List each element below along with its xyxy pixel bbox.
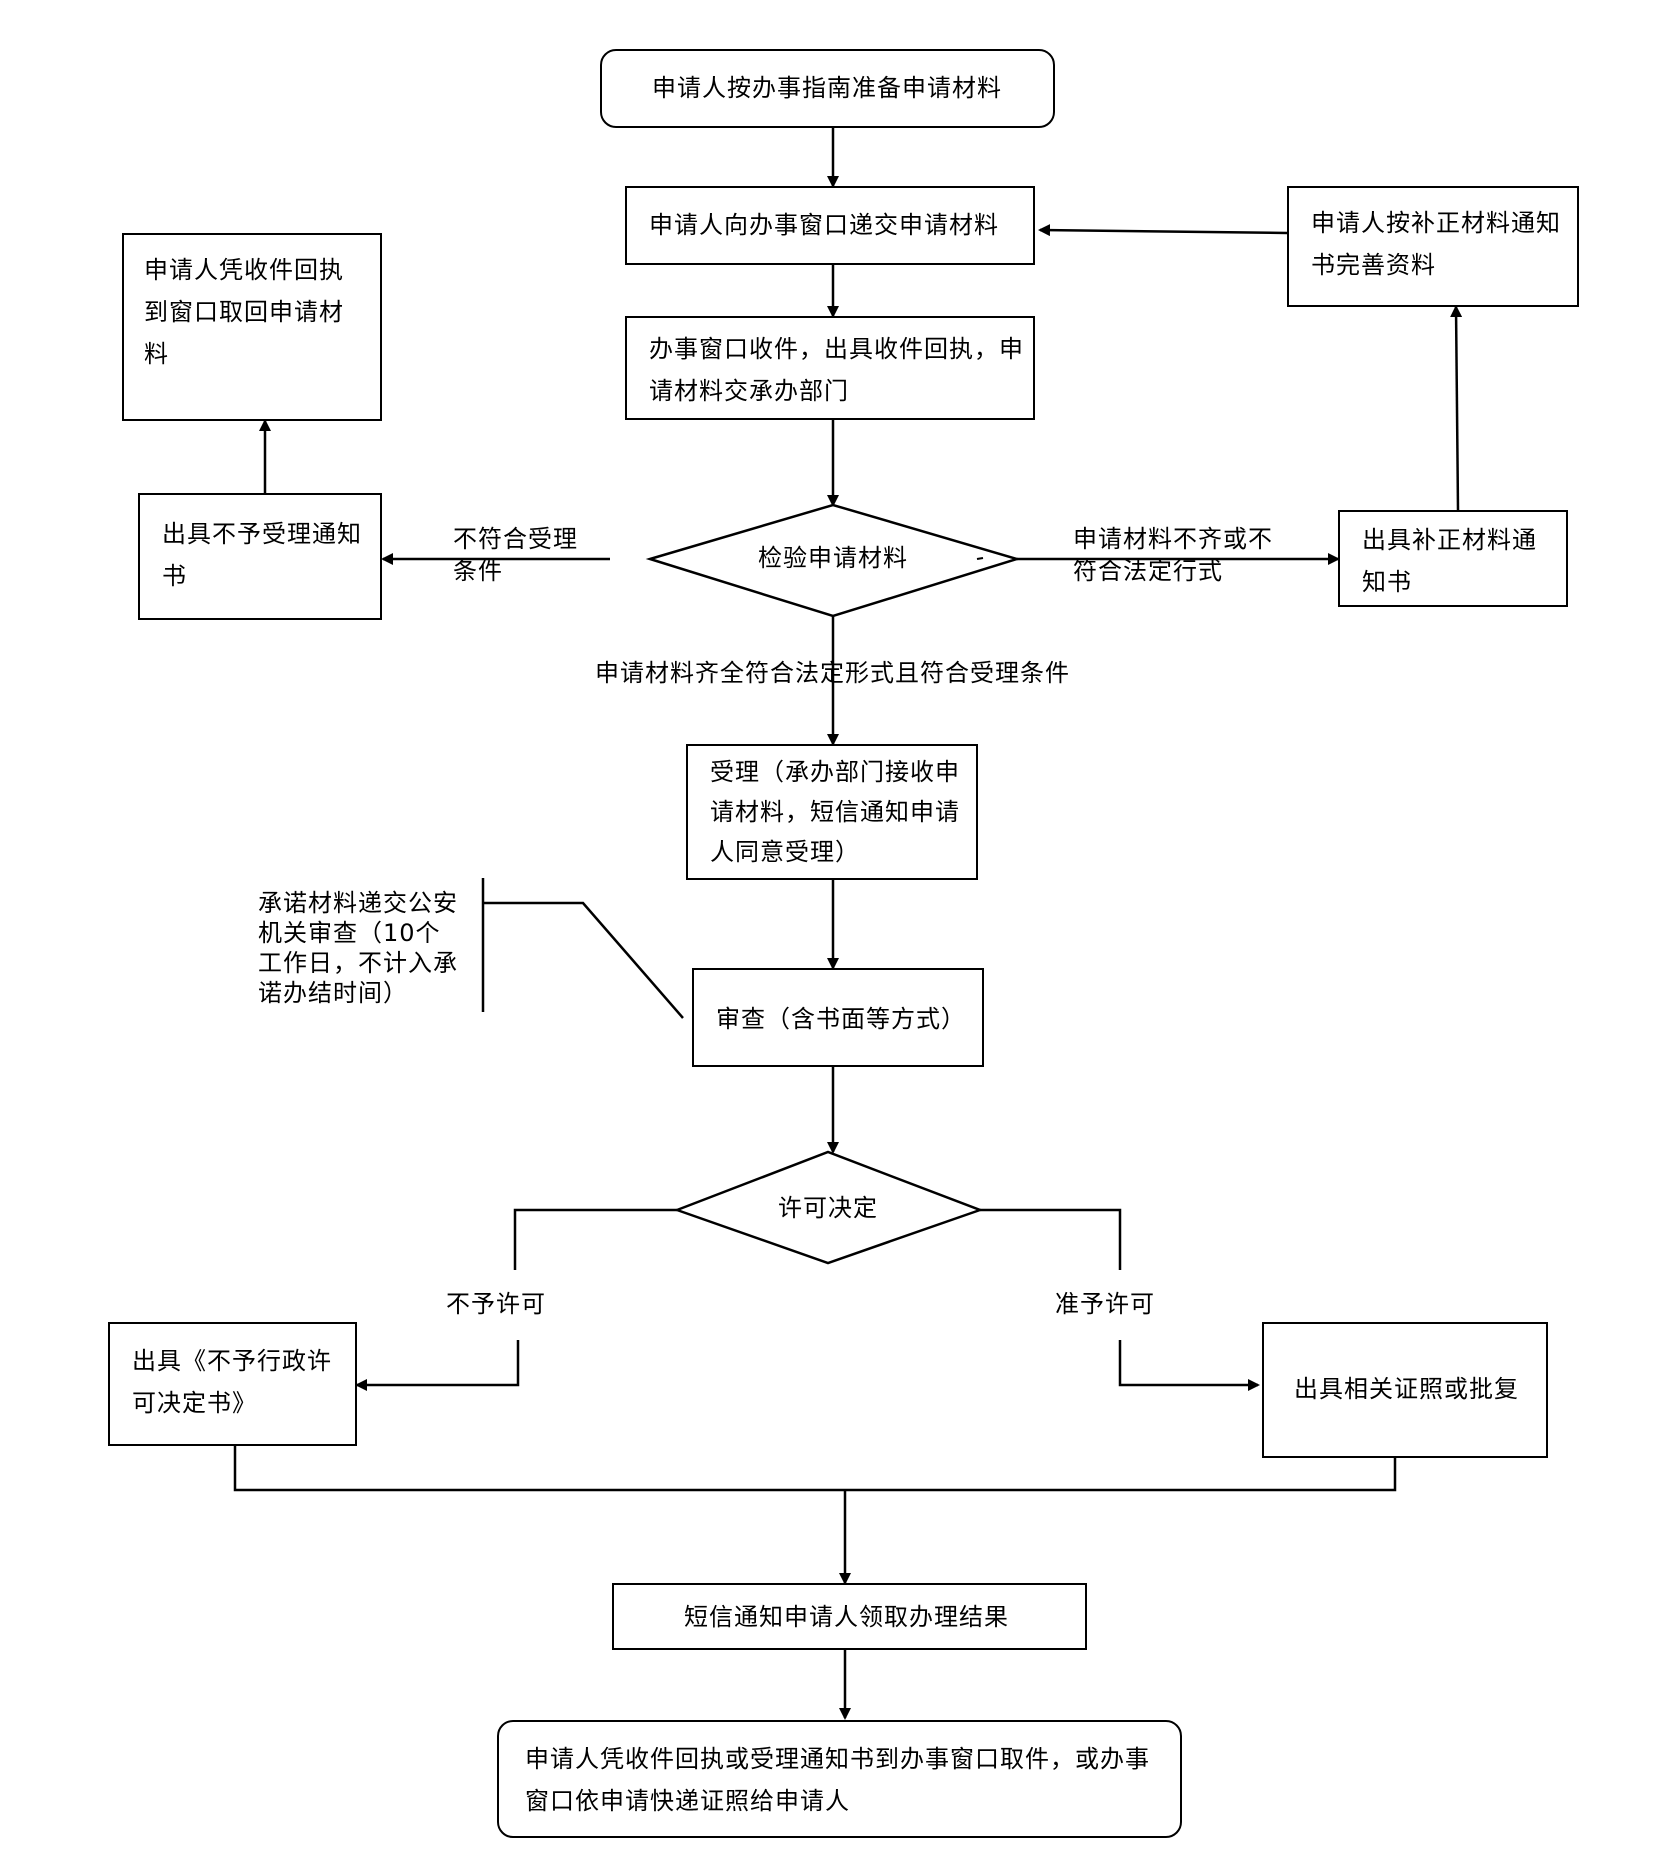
final-text: 申请人凭收件回执或受理通知书到办事窗口取件，或办事窗口依申请快递证照给申请人 — [525, 1745, 1150, 1815]
deny-doc-box: 出具《不予行政许可决定书》 — [108, 1322, 357, 1446]
reject-notice-text: 出具不予受理通知书 — [162, 520, 362, 590]
line-decision-deny — [513, 1208, 677, 1270]
supplement-complete-text: 申请人按补正材料通知书完善资料 — [1311, 209, 1561, 279]
notify-result-text: 短信通知申请人领取办理结果 — [684, 1603, 1009, 1631]
deny-doc-text: 出具《不予行政许可决定书》 — [132, 1347, 332, 1417]
notify-result-box: 短信通知申请人领取办理结果 — [612, 1583, 1087, 1650]
supplement-notice-text: 出具补正材料通知书 — [1362, 526, 1537, 596]
start-text: 申请人按办事指南准备申请材料 — [652, 74, 1002, 102]
arrow-supplement-up — [1450, 305, 1463, 511]
accept-box: 受理（承办部门接收申请材料，短信通知申请人同意受理） — [686, 744, 978, 880]
label-deny: 不予许可 — [446, 1290, 546, 1318]
arrow-deny-to-doc — [355, 1340, 520, 1391]
label-not-meet: 不符合受理条件 — [453, 525, 578, 585]
diamond-tick — [976, 557, 984, 560]
receive-box: 办事窗口收件，出具收件回执，申请材料交承办部门 — [625, 316, 1035, 420]
check-text: 检验申请材料 — [758, 544, 908, 572]
decision-diamond — [673, 1150, 984, 1265]
decision-text: 许可决定 — [778, 1194, 878, 1222]
line-decision-approve — [980, 1208, 1122, 1270]
review-box: 审查（含书面等方式） — [692, 968, 984, 1067]
review-text: 审查（含书面等方式） — [716, 1005, 966, 1033]
supplement-notice-box: 出具补正材料通知书 — [1338, 510, 1568, 607]
start-box: 申请人按办事指南准备申请材料 — [600, 49, 1055, 128]
label-approve: 准予许可 — [1055, 1290, 1155, 1318]
check-diamond — [645, 503, 1022, 618]
label-incomplete: 申请材料不齐或不符合法定行式 — [1073, 525, 1273, 585]
final-box: 申请人凭收件回执或受理通知书到办事窗口取件，或办事窗口依申请快递证照给申请人 — [497, 1720, 1182, 1838]
submit-box: 申请人向办事窗口递交申请材料 — [625, 186, 1035, 265]
reject-notice-box: 出具不予受理通知书 — [138, 493, 382, 620]
withdraw-text: 申请人凭收件回执到窗口取回申请材料 — [144, 256, 344, 368]
approve-doc-box: 出具相关证照或批复 — [1262, 1322, 1548, 1458]
approve-doc-text: 出具相关证照或批复 — [1294, 1375, 1519, 1403]
line-merge — [233, 1446, 1397, 1492]
supplement-complete-box: 申请人按补正材料通知书完善资料 — [1287, 186, 1579, 307]
arrow-supplement-to-submit — [1038, 224, 1288, 237]
arrow-approve-to-doc — [1118, 1340, 1260, 1391]
bracket-pointer — [483, 901, 684, 1019]
receive-text: 办事窗口收件，出具收件回执，申请材料交承办部门 — [649, 335, 1024, 405]
submit-text: 申请人向办事窗口递交申请材料 — [649, 211, 999, 239]
withdraw-box: 申请人凭收件回执到窗口取回申请材料 — [122, 233, 382, 421]
label-complete: 申请材料齐全符合法定形式且符合受理条件 — [595, 659, 1070, 687]
label-police-review: 承诺材料递交公安机关审查（10个工作日，不计入承诺办结时间） — [258, 889, 458, 1007]
accept-text: 受理（承办部门接收申请材料，短信通知申请人同意受理） — [710, 758, 960, 866]
